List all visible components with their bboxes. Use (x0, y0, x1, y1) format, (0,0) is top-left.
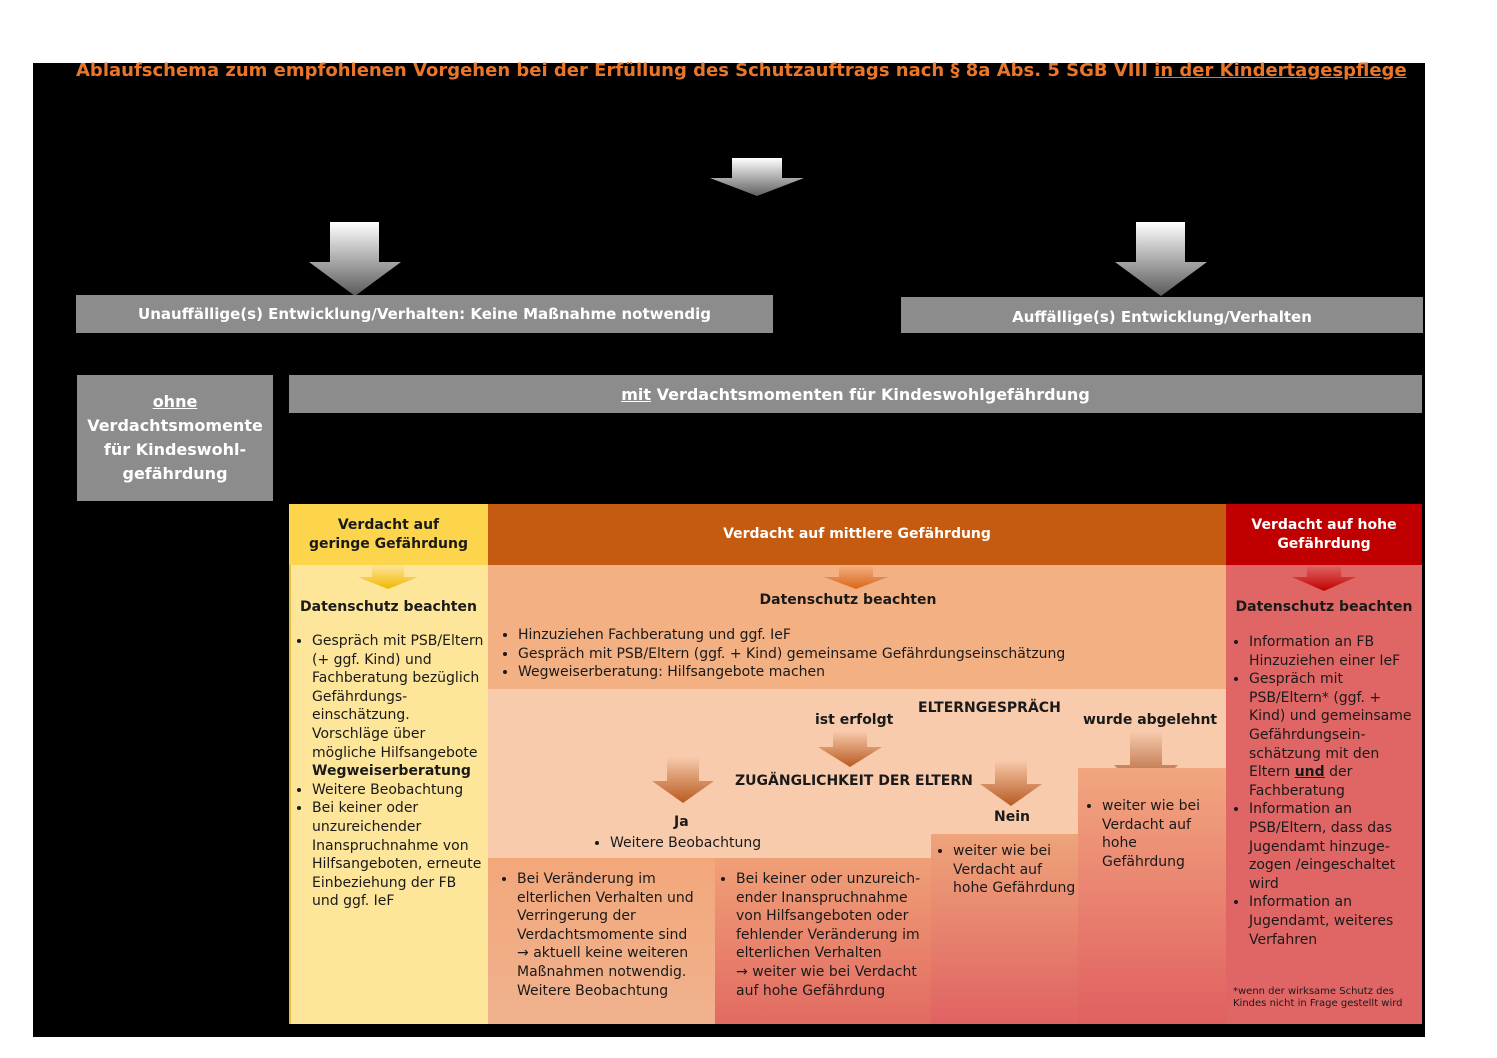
medium-risk-header: Verdacht auf mittlere Gefährdung (488, 504, 1226, 565)
right-branch-arrow (1115, 222, 1207, 296)
low-risk-body (289, 565, 488, 1024)
high-item-1: Information an FB Hinzuziehen einer IeF (1249, 633, 1419, 670)
high-item-2: Gespräch mit PSB/Eltern* (ggf. + Kind) u… (1249, 670, 1419, 800)
high-list: Information an FB Hinzuziehen einer IeF … (1229, 633, 1419, 949)
wurde-abgelehnt-label: wurde abgelehnt (1083, 712, 1218, 728)
left-branch-arrow (309, 222, 401, 296)
nein-text: weiter wie bei Verdacht auf hohe Gefährd… (933, 842, 1078, 898)
nein-box (931, 834, 1078, 1024)
ja-list: Weitere Beobachtung (590, 834, 790, 853)
low-risk-arrow (358, 565, 418, 589)
no-change-item: Bei keiner oder unzureich-ender Inanspru… (736, 870, 926, 1000)
high-risk-header: Verdacht auf hohe Gefährdung (1226, 504, 1422, 565)
ist-erfolgt-label: ist erfolgt (815, 712, 894, 728)
medium-list: Hinzuziehen Fachberatung und ggf. IeF Ge… (498, 626, 1218, 682)
unremarkable-box: Unauffällige(s) Entwicklung/Verhalten: K… (76, 295, 773, 333)
positive-change-text: Bei Veränderung im elterlichen Verhalten… (497, 870, 711, 1000)
abgelehnt-box (1078, 768, 1226, 1024)
no-change-text: Bei keiner oder unzureich-ender Inanspru… (716, 870, 926, 1000)
medium-item-3: Wegweiserberatung: Hilfsangebote machen (518, 663, 1218, 682)
ja-arrow (652, 757, 714, 803)
ja-item: Weitere Beobachtung (610, 834, 790, 853)
with-suspicion-box: mit Verdachtsmomenten für Kindeswohlgefä… (289, 375, 1422, 413)
nein-label: Nein (994, 809, 1030, 825)
positive-change-box (488, 858, 715, 1024)
zugaenglichkeit-label: ZUGÄNGLICHKEIT DER ELTERN (735, 773, 973, 789)
elterngespraech-label: ELTERNGESPRÄCH (918, 700, 1061, 716)
nein-item: weiter wie bei Verdacht auf hohe Gefährd… (953, 842, 1078, 898)
page-title: Ablaufschema zum empfohlenen Vorgehen be… (76, 60, 1407, 81)
medium-risk-arrow (824, 565, 888, 589)
abgelehnt-text: weiter wie bei Verdacht auf hohe Gefährd… (1082, 797, 1224, 871)
high-risk-arrow (1292, 565, 1356, 591)
ist-erfolgt-arrow (818, 731, 882, 767)
nein-arrow (980, 760, 1042, 806)
without-suspicion-box: ohne Verdachtsmomente für Kindeswohl-gef… (77, 375, 273, 501)
high-datenschutz: Datenschutz beachten (1235, 599, 1413, 615)
remarkable-box: Auffällige(s) Entwicklung/Verhalten (901, 297, 1423, 333)
top-arrow (710, 158, 804, 196)
low-risk-header: Verdacht auf geringe Gefährdung (289, 504, 488, 565)
high-footnote: *wenn der wirksame Schutz des Kindes nic… (1233, 986, 1403, 1009)
ja-label: Ja (674, 814, 689, 830)
no-change-box (715, 858, 931, 1024)
low-item-3: Bei keiner oder unzureichender Inanspruc… (312, 799, 484, 911)
low-item-2: Weitere Beobachtung (312, 781, 484, 800)
low-datenschutz: Datenschutz beachten (300, 599, 477, 615)
low-list: Gespräch mit PSB/Eltern (+ ggf. Kind) un… (292, 632, 484, 911)
medium-item-2: Gespräch mit PSB/Eltern (ggf. + Kind) ge… (518, 645, 1218, 664)
positive-change-item: Bei Veränderung im elterlichen Verhalten… (517, 870, 711, 1000)
high-risk-body (1226, 565, 1422, 1024)
medium-datenschutz: Datenschutz beachten (759, 592, 937, 608)
medium-item-1: Hinzuziehen Fachberatung und ggf. IeF (518, 626, 1218, 645)
low-item-1: Gespräch mit PSB/Eltern (+ ggf. Kind) un… (312, 632, 484, 781)
high-item-3: Information an PSB/Eltern, dass das Juge… (1249, 800, 1419, 893)
abgelehnt-item: weiter wie bei Verdacht auf hohe Gefährd… (1102, 797, 1224, 871)
high-item-4: Information an Jugendamt, weiteres Verfa… (1249, 893, 1419, 949)
